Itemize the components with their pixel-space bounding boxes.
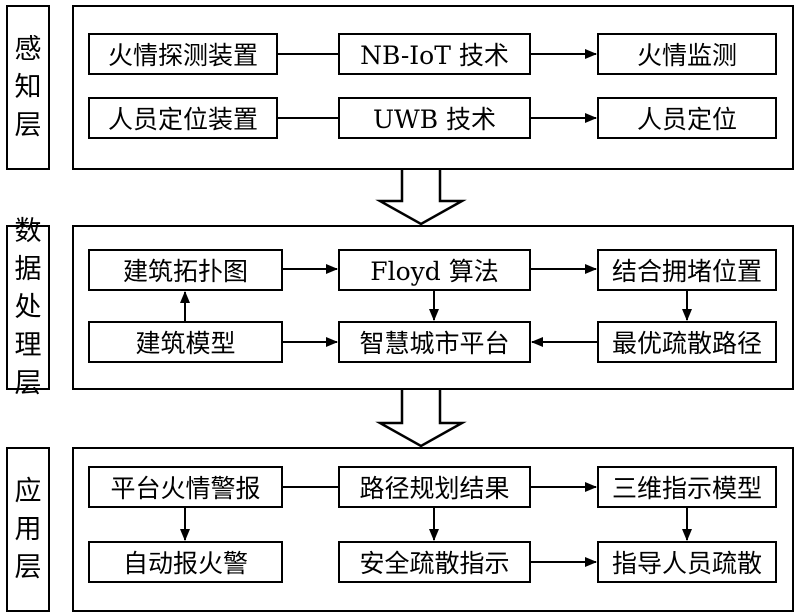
layer-label-data-processing: 数据处理层 <box>6 216 50 399</box>
node-optimal-route: 最优疏散路径 <box>597 321 777 363</box>
node-fire-monitor: 火情监测 <box>597 33 777 75</box>
layer-transition-arrow-2 <box>375 390 467 448</box>
node-nb-iot: NB-IoT 技术 <box>338 33 531 75</box>
layer-panel-application <box>72 447 794 612</box>
layer-panel-data-processing <box>72 225 794 390</box>
node-uwb: UWB 技术 <box>338 97 531 139</box>
node-person-locator: 人员定位装置 <box>88 97 278 139</box>
layer-label-char: 据 <box>14 253 42 285</box>
node-topology: 建筑拓扑图 <box>88 249 283 291</box>
node-floyd: Floyd 算法 <box>338 249 531 291</box>
layer-transition-arrow-1 <box>375 170 467 226</box>
node-congestion: 结合拥堵位置 <box>597 249 777 291</box>
layer-label-char: 用 <box>14 513 42 545</box>
node-person-position: 人员定位 <box>597 97 777 139</box>
layer-label-perception: 感知层 <box>6 5 50 170</box>
node-auto-alarm: 自动报火警 <box>88 541 283 583</box>
layer-label-application: 应用层 <box>6 447 50 612</box>
layer-label-char: 感 <box>14 33 42 65</box>
node-guide-people: 指导人员疏散 <box>597 541 777 583</box>
node-route-result: 路径规划结果 <box>338 466 531 508</box>
node-smart-city: 智慧城市平台 <box>338 321 531 363</box>
layer-label-char: 处 <box>14 291 42 323</box>
node-platform-alarm: 平台火情警报 <box>88 466 283 508</box>
node-fire-detector: 火情探测装置 <box>88 33 278 75</box>
layer-label-char: 理 <box>14 329 42 361</box>
layer-label-char: 知 <box>14 71 42 103</box>
node-building-model: 建筑模型 <box>88 321 283 363</box>
node-safe-evacuation: 安全疏散指示 <box>338 541 531 583</box>
node-3d-model: 三维指示模型 <box>597 466 777 508</box>
layer-label-char: 应 <box>14 475 42 507</box>
layer-label-char: 层 <box>14 551 42 583</box>
layer-label-char: 层 <box>14 109 42 141</box>
layer-label-char: 数 <box>14 215 42 247</box>
layer-label-char: 层 <box>14 367 42 399</box>
layer-panel-perception <box>72 5 794 170</box>
